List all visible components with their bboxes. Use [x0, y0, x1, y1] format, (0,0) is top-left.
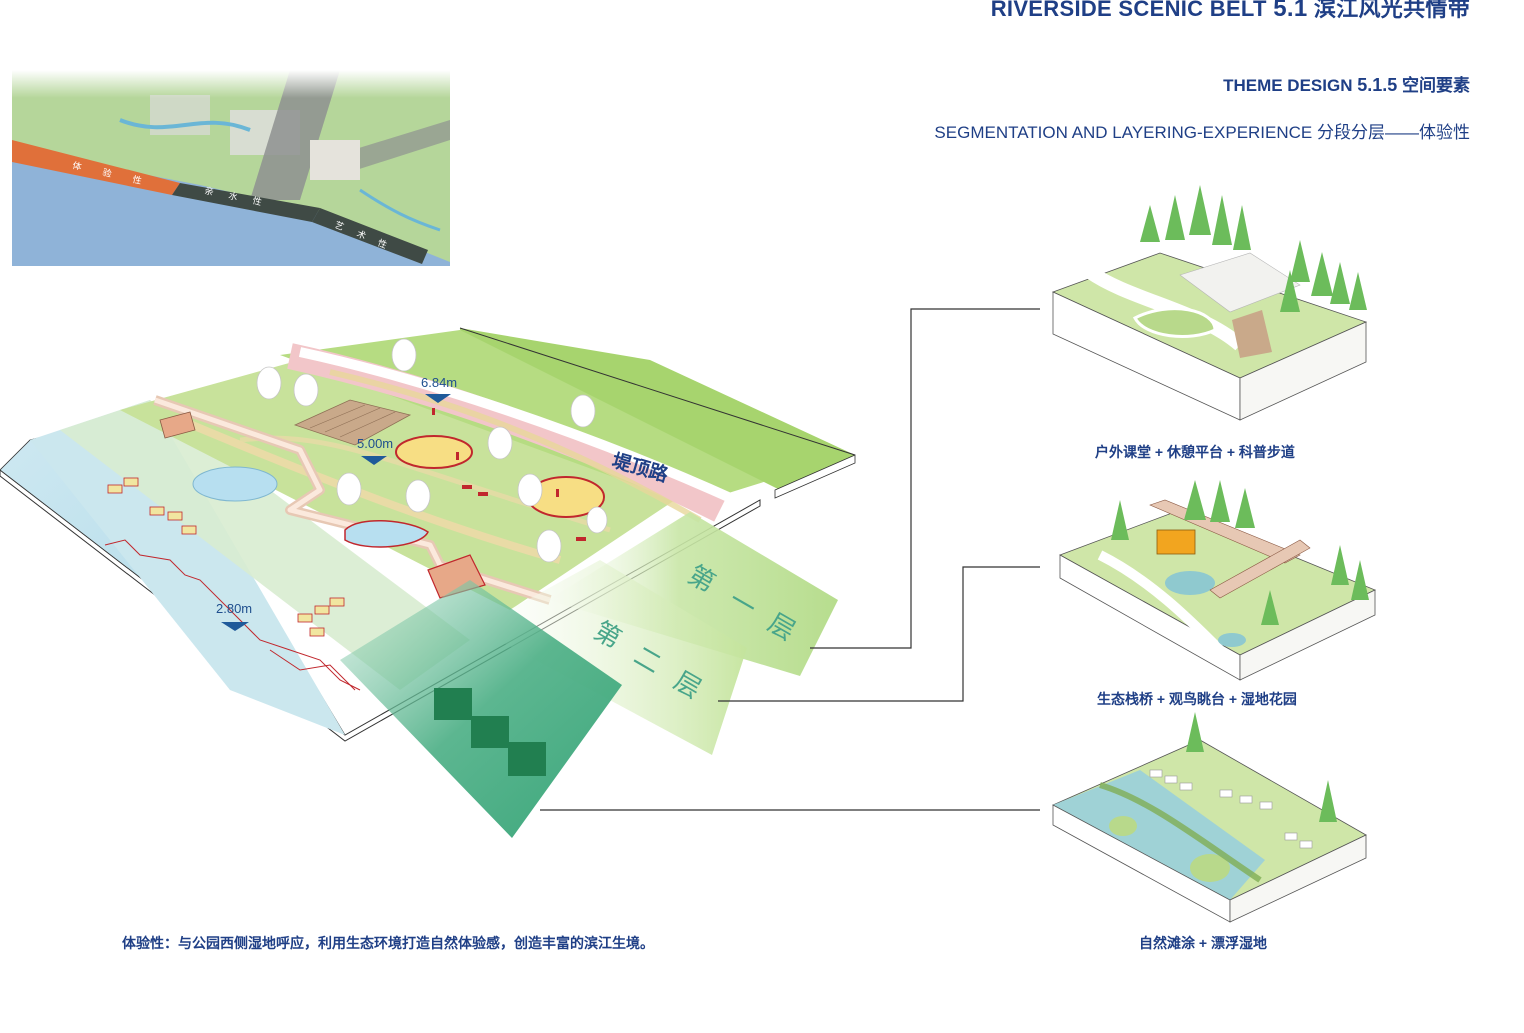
- layer-three-panel: [340, 580, 622, 838]
- segmentation-title-cn: 分段分层——体验性: [1317, 123, 1470, 142]
- key-map: 体 验 性 亲 水 性 艺 术 性: [12, 70, 450, 266]
- vignette-outdoor-classroom: [1051, 185, 1368, 421]
- bottom-description: 体验性：与公园西侧湿地呼应，利用生态环境打造自然体验感，创造丰富的滨江生境。: [122, 935, 654, 951]
- keymap-label-8: 术: [355, 228, 367, 242]
- theme-heading: THEME DESIGN 5.1.5 空间要素: [1223, 71, 1470, 96]
- caption-eco-bridge: 生态栈桥 + 观鸟眺台 + 湿地花园: [1097, 691, 1297, 707]
- elevation-marker-low: [221, 622, 249, 631]
- keymap-label-5: 水: [227, 189, 239, 202]
- layer-one-panel: [548, 512, 838, 676]
- connector-layer-two: [718, 566, 1040, 702]
- stair-block-2: [471, 716, 509, 748]
- stair-block-1: [434, 688, 472, 720]
- keymap-label-6: 性: [251, 194, 263, 207]
- vignette-eco-bridge: [1059, 480, 1376, 681]
- section-title-en: RIVERSIDE SCENIC BELT: [990, 0, 1267, 21]
- elevation-marker-high: [425, 394, 451, 403]
- keymap-label-3: 性: [132, 173, 143, 186]
- segmentation-title-en: SEGMENTATION AND LAYERING-EXPERIENCE: [934, 123, 1313, 142]
- keymap-label-9: 性: [376, 237, 388, 251]
- connector-layer-one: [810, 308, 1040, 649]
- elevation-label-low: 2.80m: [216, 601, 252, 616]
- stair-block-3: [508, 742, 546, 776]
- keymap-label-7: 艺: [333, 220, 345, 233]
- vignette-natural-beach: [1052, 712, 1367, 923]
- caption-natural-beach: 自然滩涂 + 漂浮湿地: [1139, 935, 1267, 951]
- elevation-label-mid: 5.00m: [357, 436, 393, 451]
- theme-title-en: THEME DESIGN: [1223, 76, 1353, 95]
- theme-title-cn: 空间要素: [1402, 76, 1470, 95]
- section-title-cn: 滨江风光共情带: [1313, 0, 1470, 21]
- caption-outdoor-classroom: 户外课堂 + 休憩平台 + 科普步道: [1095, 444, 1295, 460]
- keymap-label-1: 体: [72, 159, 83, 172]
- keymap-label-4: 亲: [203, 184, 215, 197]
- section-title: RIVERSIDE SCENIC BELT 5.1 滨江风光共情带: [991, 0, 1470, 23]
- segmentation-heading: SEGMENTATION AND LAYERING-EXPERIENCE 分段分…: [934, 118, 1470, 143]
- elevation-label-high: 6.84m: [421, 375, 457, 390]
- keymap-label-2: 验: [102, 166, 113, 179]
- theme-number: 5.1.5: [1357, 75, 1398, 95]
- elevation-marker-mid: [361, 456, 387, 465]
- section-number: 5.1: [1273, 0, 1308, 22]
- layer-two-panel: [476, 560, 747, 755]
